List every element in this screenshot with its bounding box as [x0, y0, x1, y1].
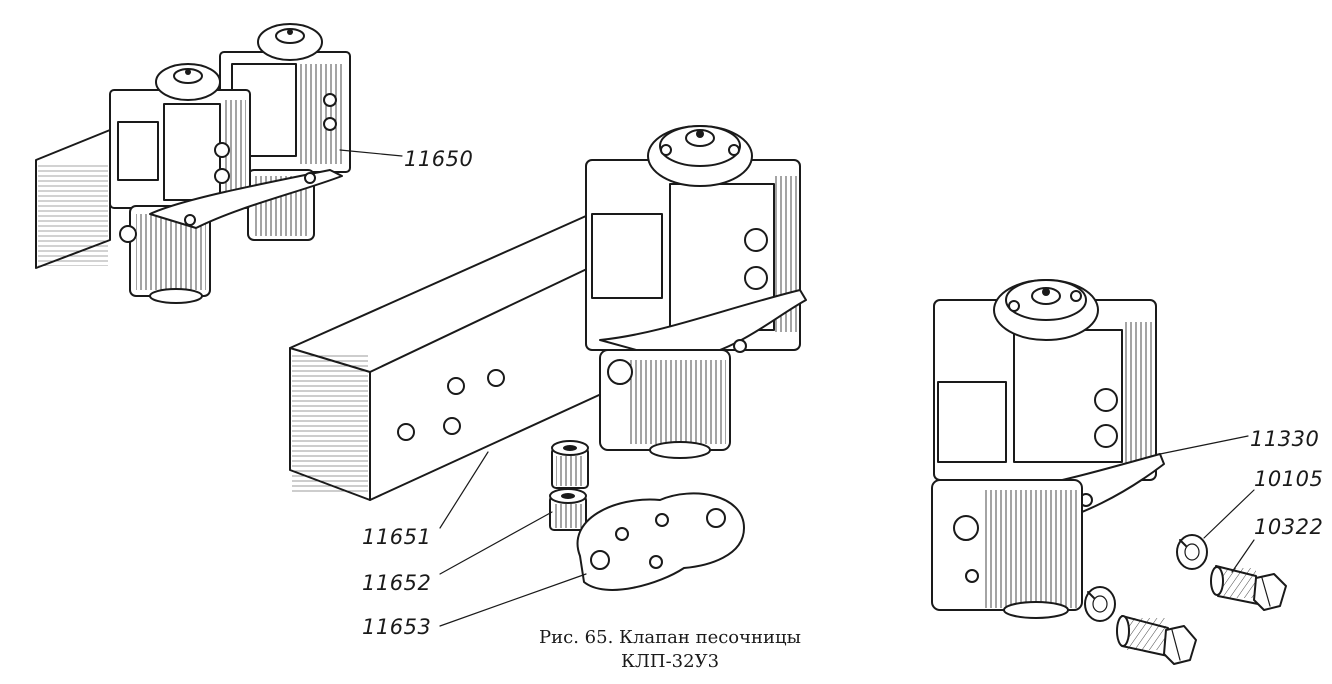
part-labels: 11650 11651 11652 11653 11330 10105 1032… — [362, 147, 1323, 639]
bolt-lower — [1116, 615, 1197, 665]
right-valve — [931, 279, 1165, 619]
valve-rear — [219, 23, 351, 241]
washer-upper — [1176, 534, 1208, 570]
label-11330: 11330 — [1250, 427, 1319, 451]
bolt-upper — [1210, 565, 1287, 611]
sleeve-upper — [551, 440, 589, 489]
double-valve-assembly — [35, 23, 351, 304]
label-10105: 10105 — [1254, 467, 1323, 491]
label-11652: 11652 — [362, 571, 431, 595]
label-10322: 10322 — [1254, 515, 1323, 539]
caption-line-1: Рис. 65. Клапан песочницы — [539, 627, 801, 648]
center-valve — [585, 125, 807, 459]
valve-front — [109, 63, 251, 304]
center-valve-assembly — [289, 125, 807, 591]
washer-lower — [1084, 586, 1116, 622]
label-11653: 11653 — [362, 615, 431, 639]
mounting-bar — [289, 215, 611, 501]
gasket-plate — [576, 492, 745, 591]
sleeve-lower — [549, 488, 587, 531]
figure-caption: Рис. 65. Клапан песочницы КЛП-32У3 — [470, 626, 870, 674]
caption-line-2: КЛП-32У3 — [620, 651, 720, 672]
label-11651: 11651 — [362, 525, 431, 549]
leader-lines — [339, 149, 1255, 627]
right-valve-assembly — [931, 279, 1287, 665]
label-11650: 11650 — [404, 147, 473, 171]
